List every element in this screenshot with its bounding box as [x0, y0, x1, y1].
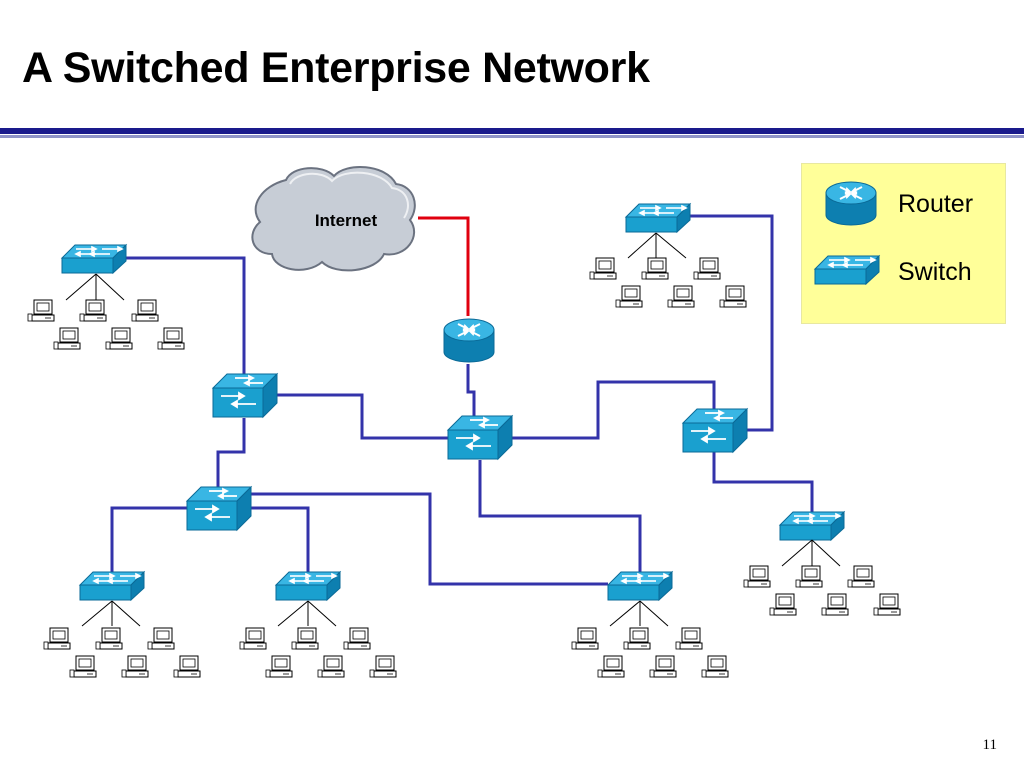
- workstation-icon: [147, 627, 175, 650]
- workstation-cluster: [589, 257, 747, 308]
- workstation-icon: [615, 285, 643, 308]
- workstation-icon: [105, 327, 133, 350]
- workstation-icon: [675, 627, 703, 650]
- workstation-icon: [291, 627, 319, 650]
- workstation-icon: [701, 655, 729, 678]
- legend-switch-icon: [814, 255, 880, 285]
- workstation-icon: [597, 655, 625, 678]
- workstation-icon: [623, 627, 651, 650]
- workstation-icon: [79, 299, 107, 322]
- switch-icon[interactable]: [212, 373, 278, 418]
- legend: Router Switch: [801, 163, 1006, 324]
- workstation-drops: [65, 232, 841, 627]
- workstation-icon: [95, 627, 123, 650]
- workstation-icon: [369, 655, 397, 678]
- legend-switch-label: Switch: [898, 258, 972, 286]
- switch-icon[interactable]: [682, 408, 748, 453]
- workstation-icon: [743, 565, 771, 588]
- workstation-cluster: [239, 627, 397, 678]
- workstation-cluster: [27, 299, 185, 350]
- workstation-icon: [265, 655, 293, 678]
- workstation-icon: [589, 257, 617, 280]
- workstation-icon: [693, 257, 721, 280]
- workstation-icon: [131, 299, 159, 322]
- title-rule-light: [0, 135, 1024, 138]
- workstation-icon: [69, 655, 97, 678]
- switch-icon[interactable]: [779, 511, 845, 541]
- switch-icon[interactable]: [61, 244, 127, 274]
- workstation-cluster: [743, 565, 901, 616]
- slide-title: A Switched Enterprise Network: [22, 44, 650, 92]
- workstation-icon: [173, 655, 201, 678]
- workstation-icon: [121, 655, 149, 678]
- workstation-icon: [795, 565, 823, 588]
- workstation-icon: [769, 593, 797, 616]
- switch-icon[interactable]: [447, 415, 513, 460]
- workstation-icon: [27, 299, 55, 322]
- router-icon[interactable]: [443, 318, 495, 363]
- cloud-label: Internet: [315, 211, 378, 230]
- workstation-icon: [641, 257, 669, 280]
- switch-icon[interactable]: [607, 571, 673, 601]
- legend-router-label: Router: [898, 190, 974, 218]
- internet-link: [418, 216, 470, 316]
- workstation-icon: [719, 285, 747, 308]
- workstation-icon: [821, 593, 849, 616]
- switch-icon[interactable]: [625, 203, 691, 233]
- page-number: 11: [982, 737, 997, 753]
- workstation-icon: [873, 593, 901, 616]
- workstation-icon: [157, 327, 185, 350]
- legend-router-icon: [825, 181, 877, 226]
- switch-icon[interactable]: [79, 571, 145, 601]
- workstation-icon: [53, 327, 81, 350]
- workstation-icon: [239, 627, 267, 650]
- title-rule: [0, 128, 1024, 134]
- workstation-icon: [649, 655, 677, 678]
- workstation-icon: [343, 627, 371, 650]
- switch-icon[interactable]: [186, 486, 252, 531]
- network-links: [110, 214, 814, 586]
- workstation-icon: [43, 627, 71, 650]
- workstation-icon: [571, 627, 599, 650]
- switch-icon[interactable]: [275, 571, 341, 601]
- workstation-cluster: [43, 627, 201, 678]
- workstation-icon: [667, 285, 695, 308]
- workstation-icon: [847, 565, 875, 588]
- workstation-cluster: [571, 627, 729, 678]
- cloud-icon: [251, 165, 416, 272]
- workstation-icon: [317, 655, 345, 678]
